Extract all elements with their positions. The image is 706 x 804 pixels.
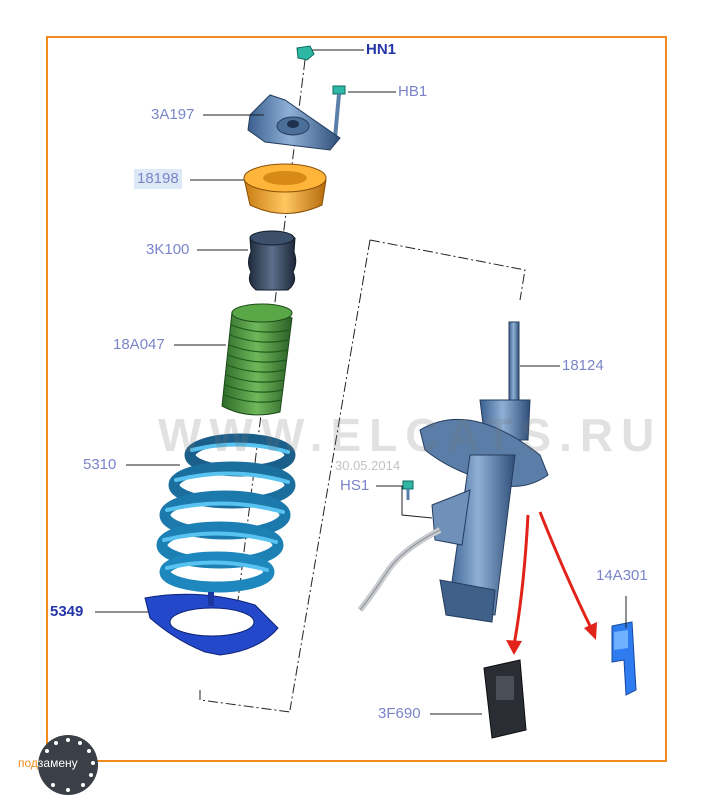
- part-label-hb1[interactable]: HB1: [398, 83, 428, 100]
- part-label-5310[interactable]: 5310: [83, 456, 117, 473]
- watermark-date: 30.05.2014: [335, 458, 401, 473]
- part-label-5349[interactable]: 5349: [50, 603, 84, 620]
- dust-boot-18a047-part: [221, 303, 293, 416]
- podzamenu-logo: [38, 735, 98, 795]
- part-label-hn1[interactable]: HN1: [366, 41, 397, 58]
- red-arrow-to-14a301: [538, 511, 594, 631]
- red-arrowhead-14a301: [584, 622, 597, 640]
- assembly-bracket-bottom: [199, 690, 291, 713]
- part-label-3k100[interactable]: 3K100: [146, 241, 190, 258]
- part-label-3f690[interactable]: 3F690: [378, 705, 421, 722]
- part-label-18198[interactable]: 18198: [134, 169, 182, 189]
- nut-hn1-part: [296, 45, 315, 61]
- bracket-14a301-part: [611, 621, 637, 696]
- coil-spring-5310-part: [156, 433, 296, 593]
- leader-lines: [95, 49, 627, 715]
- bearing-18198-part: [243, 163, 327, 214]
- bump-stop-3k100-part: [248, 230, 297, 291]
- red-arrow-to-3f690: [512, 514, 530, 646]
- top-mount-3a197-part: [247, 94, 341, 151]
- bolt-hb1-part: [332, 85, 346, 139]
- sensor-3f690-part: [483, 659, 527, 739]
- podzamenu-logo-text: подзамену: [18, 756, 78, 770]
- part-label-hs1[interactable]: HS1: [340, 477, 370, 494]
- part-label-3a197[interactable]: 3A197: [151, 106, 195, 123]
- part-label-14a301[interactable]: 14A301: [596, 567, 648, 584]
- strut-18124-part: [357, 321, 549, 623]
- part-label-18124[interactable]: 18124: [562, 357, 604, 374]
- diagram-frame: [46, 36, 667, 762]
- assembly-bracket-top: [369, 239, 526, 301]
- spring-seat-5349-part: [144, 592, 279, 656]
- red-arrowhead-3f690: [506, 640, 522, 655]
- screw-hs1-part: [402, 480, 414, 500]
- part-label-18a047[interactable]: 18A047: [113, 336, 165, 353]
- assembly-bracket-side: [289, 239, 371, 711]
- watermark-site: WWW.ELCATS.RU: [158, 409, 663, 461]
